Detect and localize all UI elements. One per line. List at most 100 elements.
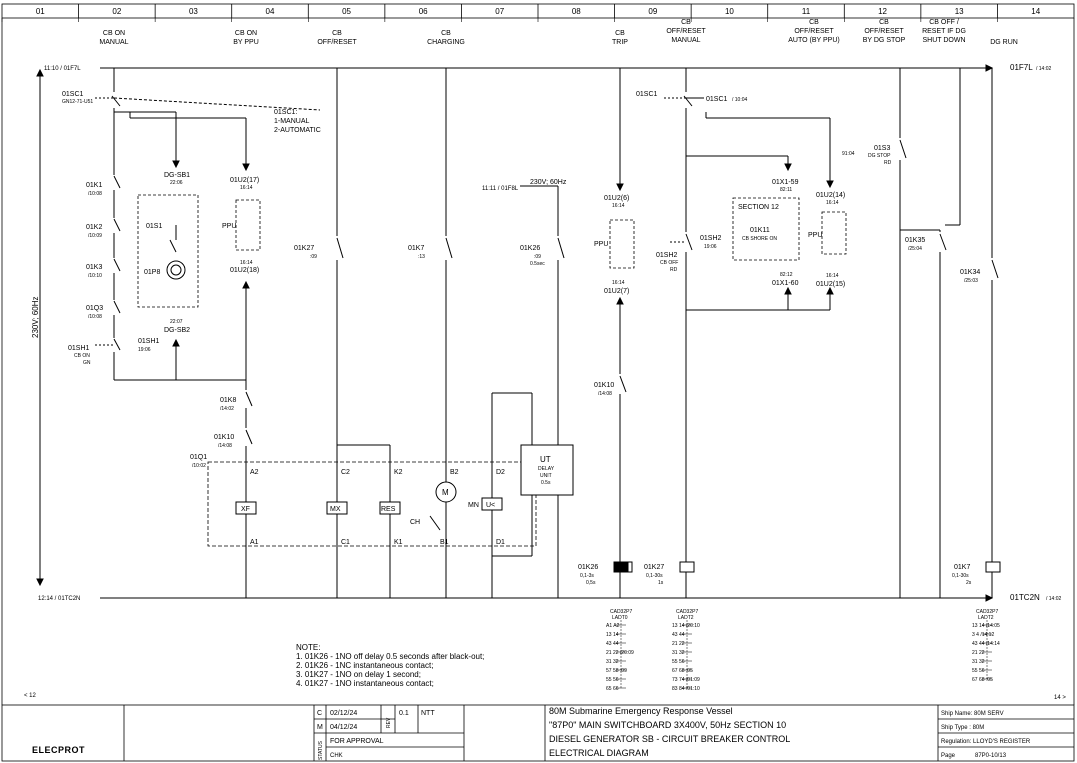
sh2-ref: 19:06 bbox=[704, 244, 717, 250]
k7-label: 01K7 bbox=[408, 245, 424, 252]
ch-label: CH bbox=[410, 519, 420, 526]
contact-table-row: 55 56 bbox=[606, 677, 619, 683]
x1-59-label: 01X1-59 bbox=[772, 179, 799, 186]
a2-label: A2 bbox=[250, 469, 259, 476]
note-line-4: 4. 01K27 - 1NO instantaneous contact; bbox=[296, 679, 434, 688]
sh1-name: 01SH1 bbox=[138, 338, 160, 345]
function-label-line: RESET IF DG bbox=[922, 28, 966, 35]
ut-time: 0.5s bbox=[541, 480, 551, 486]
top-right-ref: 01F7L bbox=[1010, 63, 1033, 72]
column-number: 09 bbox=[648, 7, 657, 16]
contact-table-row: 55 56 bbox=[672, 659, 685, 665]
sc1-right-name: 01SC1 bbox=[706, 96, 728, 103]
top-right-sheet: / 14:02 bbox=[1036, 66, 1052, 72]
k2-label: 01K2 bbox=[86, 224, 102, 231]
page-label: Page bbox=[941, 753, 956, 759]
contact-table-row: 43 44 bbox=[606, 641, 619, 647]
sh2-label: 01SH2 bbox=[656, 252, 678, 259]
regulation: Regulation: LLOYD'S REGISTER bbox=[941, 739, 1031, 745]
column-number: 06 bbox=[419, 7, 428, 16]
k35-label: 01K35 bbox=[905, 237, 925, 244]
contact-table-title: CAD32P7 bbox=[610, 609, 632, 615]
function-label-line: CB bbox=[809, 19, 819, 26]
note-line-1: 1. 01K26 - 1NO off delay 0.5 seconds aft… bbox=[296, 652, 484, 661]
rev-m-date: 04/12/24 bbox=[330, 724, 357, 731]
k1-term-label: K1 bbox=[394, 539, 403, 546]
s3-ref: 91:04 bbox=[842, 151, 855, 157]
section-box bbox=[732, 197, 800, 261]
motor-label: M bbox=[442, 488, 449, 497]
k10-label: 01K10 bbox=[214, 434, 234, 441]
rev-label: REV bbox=[386, 717, 392, 728]
project-title: 80M Submarine Emergency Response Vessel bbox=[549, 706, 733, 716]
column-number: 01 bbox=[36, 7, 45, 16]
sc1-note-2: 1-MANUAL bbox=[274, 118, 310, 125]
column-number: 11 bbox=[802, 7, 811, 16]
contact-table-row: 65 66 bbox=[606, 686, 619, 692]
u2-18-ref: 16:14 bbox=[240, 260, 253, 266]
coil-k27-label: 01K27 bbox=[644, 564, 664, 571]
function-label-line: OFF/RESET bbox=[666, 28, 706, 35]
k7-ref: :13 bbox=[418, 254, 425, 260]
ppu-box-3 bbox=[821, 211, 847, 255]
k8-ref: /14:02 bbox=[220, 406, 234, 412]
coil-k26-set: 0,5s bbox=[586, 580, 596, 586]
contact-table-row: 67 68 :05 bbox=[972, 677, 993, 683]
contact-table-row: 13 14 bbox=[606, 632, 619, 638]
ut-delay-unit bbox=[520, 444, 574, 496]
k8-label: 01K8 bbox=[220, 397, 236, 404]
status-value: FOR APPROVAL bbox=[330, 738, 384, 745]
b2-label: B2 bbox=[450, 469, 459, 476]
u2-18-label: 01U2(18) bbox=[230, 267, 259, 274]
contact-table-row: 73 74 /01:09 bbox=[672, 677, 700, 683]
column-number: 07 bbox=[495, 7, 504, 16]
c1-label: C1 bbox=[341, 539, 350, 546]
p8-label: 01P8 bbox=[144, 269, 160, 276]
c2-label: C2 bbox=[341, 469, 350, 476]
prev-page-link[interactable]: < 12 bbox=[24, 693, 37, 699]
u2-7-ref: 16:14 bbox=[612, 280, 625, 286]
wiring bbox=[113, 68, 993, 598]
contact-table-row: 21 22 /20:09 bbox=[606, 650, 634, 656]
ppu-box-1 bbox=[235, 199, 261, 251]
sh2-name: 01SH2 bbox=[700, 235, 722, 242]
next-page-link[interactable]: 14 > bbox=[1054, 695, 1066, 701]
drawing-line-4: ELECTRICAL DIAGRAM bbox=[549, 748, 649, 758]
ppu-box-2 bbox=[609, 219, 635, 269]
q3-label: 01Q3 bbox=[86, 305, 103, 312]
s1-label: 01S1 bbox=[146, 223, 162, 230]
contact-table-row: A1 A2 bbox=[606, 623, 620, 629]
mn-label: MN bbox=[468, 502, 479, 509]
function-label-line: CB bbox=[879, 19, 889, 26]
contact-table-sub: LADT0 bbox=[612, 615, 628, 621]
function-label-line: CB bbox=[615, 30, 625, 37]
a1-label: A1 bbox=[250, 539, 259, 546]
column-number: 04 bbox=[266, 7, 275, 16]
ship-name: Ship Name: 80M SERV bbox=[941, 711, 1004, 717]
page-number: 87P0-10/13 bbox=[975, 753, 1007, 759]
bottom-left-ref: 12:14 / 01TC2N bbox=[38, 596, 80, 602]
voltage-label: 230V; 60Hz bbox=[31, 296, 40, 338]
function-label-line: CB bbox=[332, 30, 342, 37]
contact-table-row: 43 44 bbox=[672, 632, 685, 638]
contact-table-row: 21 22 bbox=[972, 650, 985, 656]
function-label-line: SHUT DOWN bbox=[922, 37, 965, 44]
sh1-text-b: GN bbox=[83, 360, 91, 366]
q1-ref: /10:02 bbox=[192, 463, 206, 469]
column-number: 12 bbox=[878, 7, 887, 16]
function-label-line: OFF/RESET bbox=[794, 28, 834, 35]
rev-c-letter: C bbox=[317, 710, 322, 717]
note-line-3: 3. 01K27 - 1NO on delay 1 second; bbox=[296, 670, 421, 679]
switch-symbols bbox=[95, 92, 704, 111]
k2-ref: /10:09 bbox=[88, 233, 102, 239]
q1-breaker bbox=[207, 461, 537, 547]
power-rails bbox=[36, 64, 994, 602]
status-label: STATUS bbox=[318, 740, 324, 760]
column-number: 10 bbox=[725, 7, 734, 16]
drawing-line-2: "87P0" MAIN SWITCHBOARD 3X400V, 50Hz SEC… bbox=[549, 720, 786, 730]
bottom-right-ref: 01TC2N bbox=[1010, 593, 1040, 602]
